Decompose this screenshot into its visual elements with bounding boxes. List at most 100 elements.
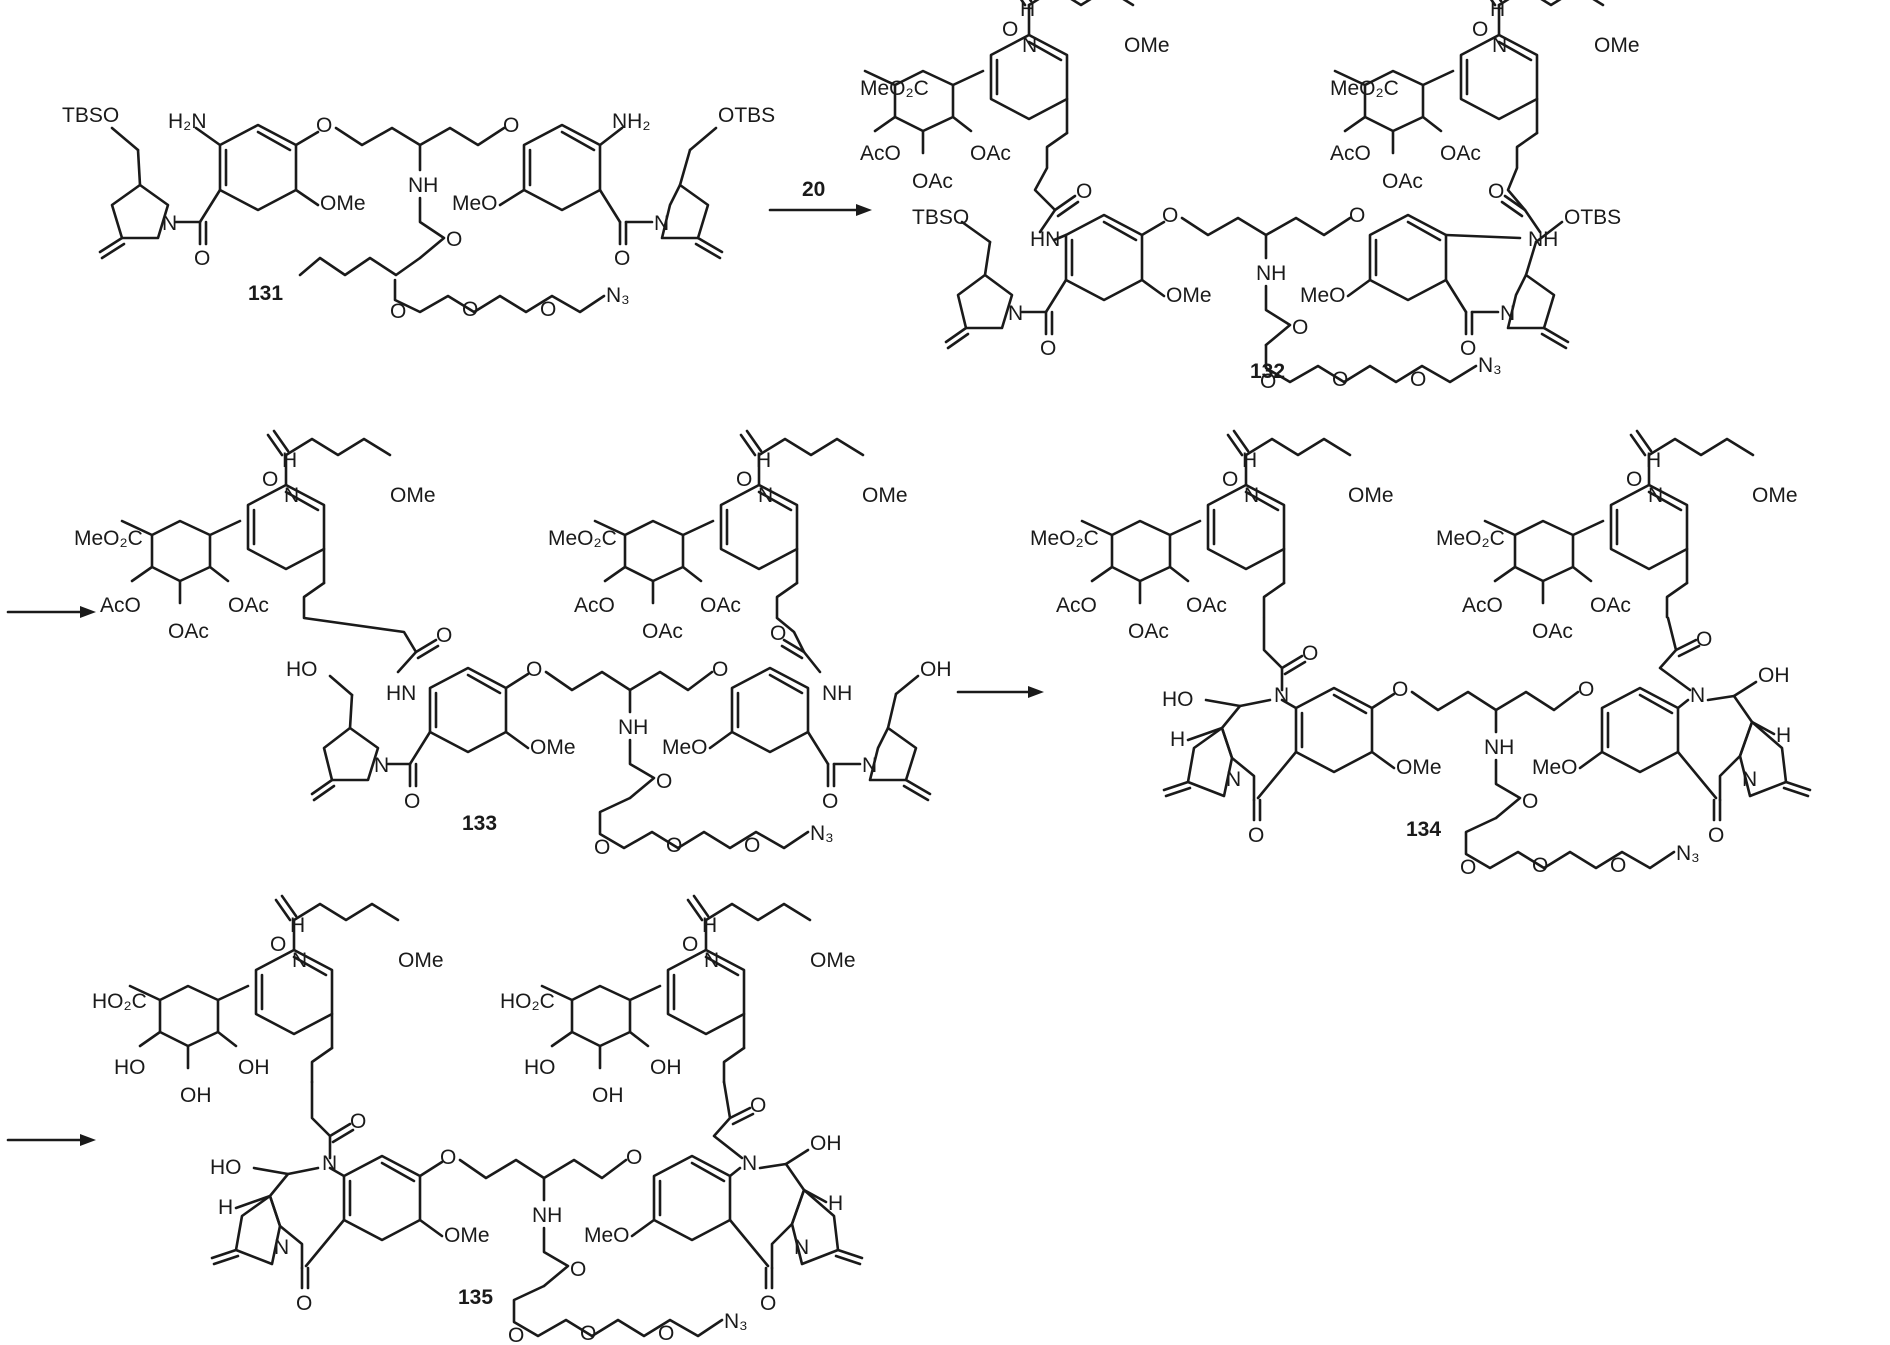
ether-o: O (626, 1146, 642, 1169)
amide-h: H (1490, 0, 1505, 21)
reaction-arrow-3 (958, 686, 1044, 698)
meo-label: MeO (584, 1224, 630, 1247)
ho-label: HO (524, 1056, 556, 1079)
n-atom: N (1742, 768, 1757, 791)
azide-label: N₃ (1676, 842, 1700, 865)
ome-label: OMe (390, 484, 436, 507)
ether-o: O (1578, 678, 1594, 701)
peg-o: O (658, 1322, 674, 1345)
aco-label: AcO (574, 594, 615, 617)
nh-label: NH (408, 174, 438, 197)
amide-n: N (292, 949, 307, 972)
ether-o: O (1349, 204, 1365, 227)
hn-label: HN (386, 682, 416, 705)
amide-h: H (702, 914, 717, 937)
carbamate-o: O (1302, 642, 1318, 665)
meo-label: MeO (662, 736, 708, 759)
aco-label: AcO (100, 594, 141, 617)
n-atom: N (274, 1236, 289, 1259)
amide-n: N (758, 484, 773, 507)
n-atom: N (794, 1236, 809, 1259)
compound-135: HO₂C HO OH OH H N OMe O HO₂C HO OH OH H … (92, 896, 862, 1345)
compound-132: MeO₂C AcO OAc OAc H N OMe O MeO₂C AcO OA… (860, 0, 1640, 393)
meo2c-label: MeO₂C (548, 527, 617, 550)
nh-label: NH (618, 716, 648, 739)
peg-o: O (594, 836, 610, 859)
oac-label: OAc (912, 170, 953, 193)
azide-label: N₃ (724, 1310, 748, 1333)
amide-o: O (1522, 790, 1538, 813)
peg-o: O (508, 1324, 524, 1345)
nh-label: NH (532, 1204, 562, 1227)
azide-label: N₃ (1478, 354, 1502, 377)
ome-label: OMe (1166, 284, 1212, 307)
nh-label: NH (1484, 736, 1514, 759)
oac-label: OAc (1440, 142, 1481, 165)
ether-o: O (316, 114, 332, 137)
ome-label: OMe (320, 192, 366, 215)
amide-o: O (1472, 18, 1488, 41)
carbonyl-o: O (1708, 824, 1724, 847)
reaction-arrow-2 (8, 606, 96, 618)
oac-label: OAc (1186, 594, 1227, 617)
ho-label: HO (286, 658, 318, 681)
nh-label: NH (1528, 228, 1558, 251)
amide-h: H (290, 914, 305, 937)
compound-131: TBSO N O H₂N OMe O O NH O O O O N₃ MeO (62, 104, 775, 323)
ome-label: OMe (530, 736, 576, 759)
amide-n: N (704, 949, 719, 972)
carbonyl-o: O (822, 790, 838, 813)
oac-label: OAc (642, 620, 683, 643)
h2n-label: H₂N (168, 110, 206, 133)
amide-h: H (1242, 449, 1257, 472)
amide-o: O (1002, 18, 1018, 41)
n-atom: N (374, 754, 389, 777)
peg-o: O (1332, 368, 1348, 391)
ho-label: HO (1162, 688, 1194, 711)
ome-label: OMe (810, 949, 856, 972)
oh-label: OH (920, 658, 952, 681)
ho2c-label: HO₂C (92, 990, 147, 1013)
ome-label: OMe (1396, 756, 1442, 779)
oac-label: OAc (700, 594, 741, 617)
amide-o: O (1292, 316, 1308, 339)
reaction-arrow-1: 20 (770, 178, 872, 216)
amide-o: O (270, 933, 286, 956)
reagent-label: 20 (802, 178, 825, 201)
tbso-label: TBSO (62, 104, 119, 127)
ether-o: O (1162, 204, 1178, 227)
amide-n: N (1648, 484, 1663, 507)
oh-label: OH (592, 1084, 624, 1107)
meo2c-label: MeO₂C (860, 77, 929, 100)
oh-label: OH (810, 1132, 842, 1155)
amide-h: H (1646, 449, 1661, 472)
ether-o: O (440, 1146, 456, 1169)
ho-label: HO (210, 1156, 242, 1179)
carbonyl-o: O (1460, 337, 1476, 360)
n-atom: N (742, 1152, 757, 1175)
amide-h: H (756, 449, 771, 472)
carbonyl-o: O (296, 1292, 312, 1315)
oac-label: OAc (1532, 620, 1573, 643)
amide-o: O (570, 1258, 586, 1281)
carbonyl-o: O (404, 790, 420, 813)
amide-o: O (656, 770, 672, 793)
oh-label: OH (1758, 664, 1790, 687)
aco-label: AcO (1330, 142, 1371, 165)
oh-label: OH (238, 1056, 270, 1079)
azide-label: N₃ (810, 822, 834, 845)
ho2c-label: HO₂C (500, 990, 555, 1013)
peg-o: O (1532, 854, 1548, 877)
carbonyl-o: O (1040, 337, 1056, 360)
amide-n: N (1022, 34, 1037, 57)
compound-134: MeO₂C AcO OAc OAc H N OMe O MeO₂C AcO OA… (1030, 431, 1810, 879)
ome-label: OMe (1594, 34, 1640, 57)
amide-h: H (1020, 0, 1035, 21)
oac-label: OAc (1590, 594, 1631, 617)
carbamate-o: O (350, 1110, 366, 1133)
otbs-label: OTBS (718, 104, 775, 127)
oh-label: OH (650, 1056, 682, 1079)
peg-o: O (1460, 856, 1476, 879)
compound-label-131: 131 (248, 282, 283, 305)
